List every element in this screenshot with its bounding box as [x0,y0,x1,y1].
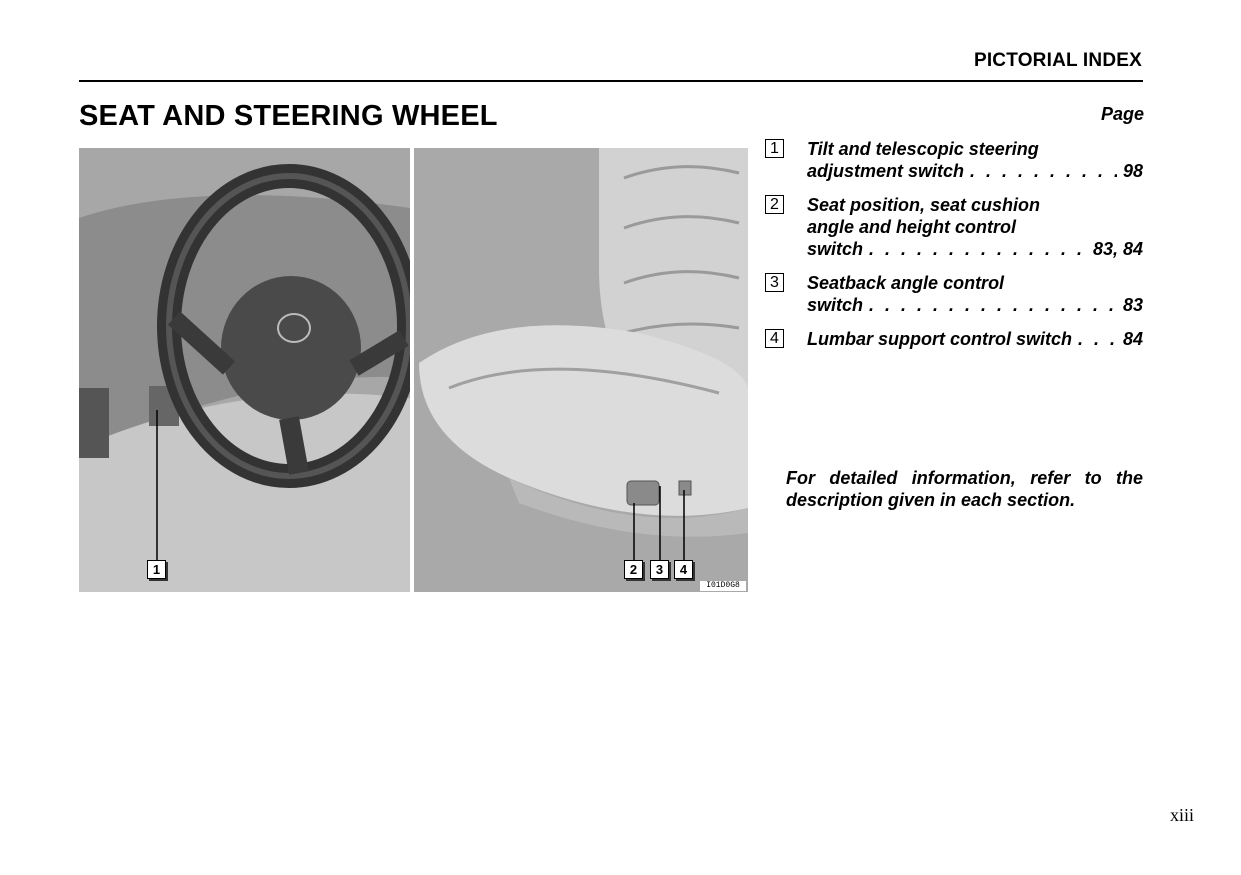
item-number: 4 [765,329,784,348]
index-list: 1 Tilt and telescopic steering adjustmen… [765,138,1143,362]
console-shape [79,393,410,592]
item-last-line: switch [807,295,864,315]
page-column-label: Page [1100,104,1144,124]
seatback-stitching [623,165,740,335]
figure-code: I01D0G8 [700,581,746,591]
figure-callout-3: 3 [650,560,669,579]
item-page-ref: 98 [1122,161,1143,181]
item-number: 3 [765,273,784,292]
index-item[interactable]: 4 Lumbar support control switch 84 [765,328,1143,350]
item-line: angle and height control [807,217,1017,237]
item-number: 1 [765,139,784,158]
index-item[interactable]: 2 Seat position, seat cushion angle and … [765,194,1143,260]
item-page-ref: 83, 84 [1092,239,1143,259]
steering-spoke-right [349,330,409,376]
item-number: 2 [765,195,784,214]
seat-steering-illustration: 1 2 3 4 I01D0G8 [79,148,748,592]
item-page-ref: 84 [1122,329,1143,349]
dot-leader [869,294,1117,316]
item-last-line: Lumbar support control switch [807,329,1073,349]
item-text: Tilt and telescopic steering adjustment … [807,138,1143,182]
index-item[interactable]: 1 Tilt and telescopic steering adjustmen… [765,138,1143,182]
page-title: SEAT AND STEERING WHEEL [79,100,498,132]
cushion-seam [448,367,720,395]
item-text: Lumbar support control switch 84 [807,328,1143,350]
dot-leader [1078,328,1117,350]
seat-position-switch-shape [626,480,660,506]
steering-spoke-bottom [279,416,309,475]
steering-spoke-left [167,311,236,375]
item-line: Seatback angle control [807,273,1005,293]
item-leader-line: adjustment switch 98 [807,160,1143,182]
steering-wheel-emblem [277,313,311,343]
item-leader-line: switch 83, 84 [807,238,1143,260]
item-leader-line: Lumbar support control switch 84 [807,328,1143,350]
left-vent [79,388,109,458]
item-line: Tilt and telescopic steering [807,139,1039,159]
item-page-ref: 83 [1122,295,1143,315]
index-item[interactable]: 3 Seatback angle control switch 83 [765,272,1143,316]
item-text: Seat position, seat cushion angle and he… [807,194,1143,260]
item-text: Seatback angle control switch 83 [807,272,1143,316]
figure-callout-2: 2 [624,560,643,579]
header-rule [79,80,1143,82]
steering-wheel-hub [221,276,361,420]
figure-callout-4: 4 [674,560,693,579]
seat-side-panel [509,478,748,537]
page-number: xiii [1169,805,1194,825]
steering-wheel-rim-highlight [166,173,412,479]
lumbar-switch-shape [678,480,692,496]
dot-leader [869,238,1087,260]
dot-leader [970,160,1117,182]
item-last-line: switch [807,239,864,259]
figure-callout-1: 1 [147,560,166,579]
item-last-line: adjustment switch [807,161,965,181]
illustration-drawing [79,148,748,592]
item-line: Seat position, seat cushion [807,195,1041,215]
detail-note: For detailed information, refer to the d… [786,468,1143,510]
section-header: PICTORIAL INDEX [973,50,1142,71]
panel-divider [410,148,414,592]
item-leader-line: switch 83 [807,294,1143,316]
